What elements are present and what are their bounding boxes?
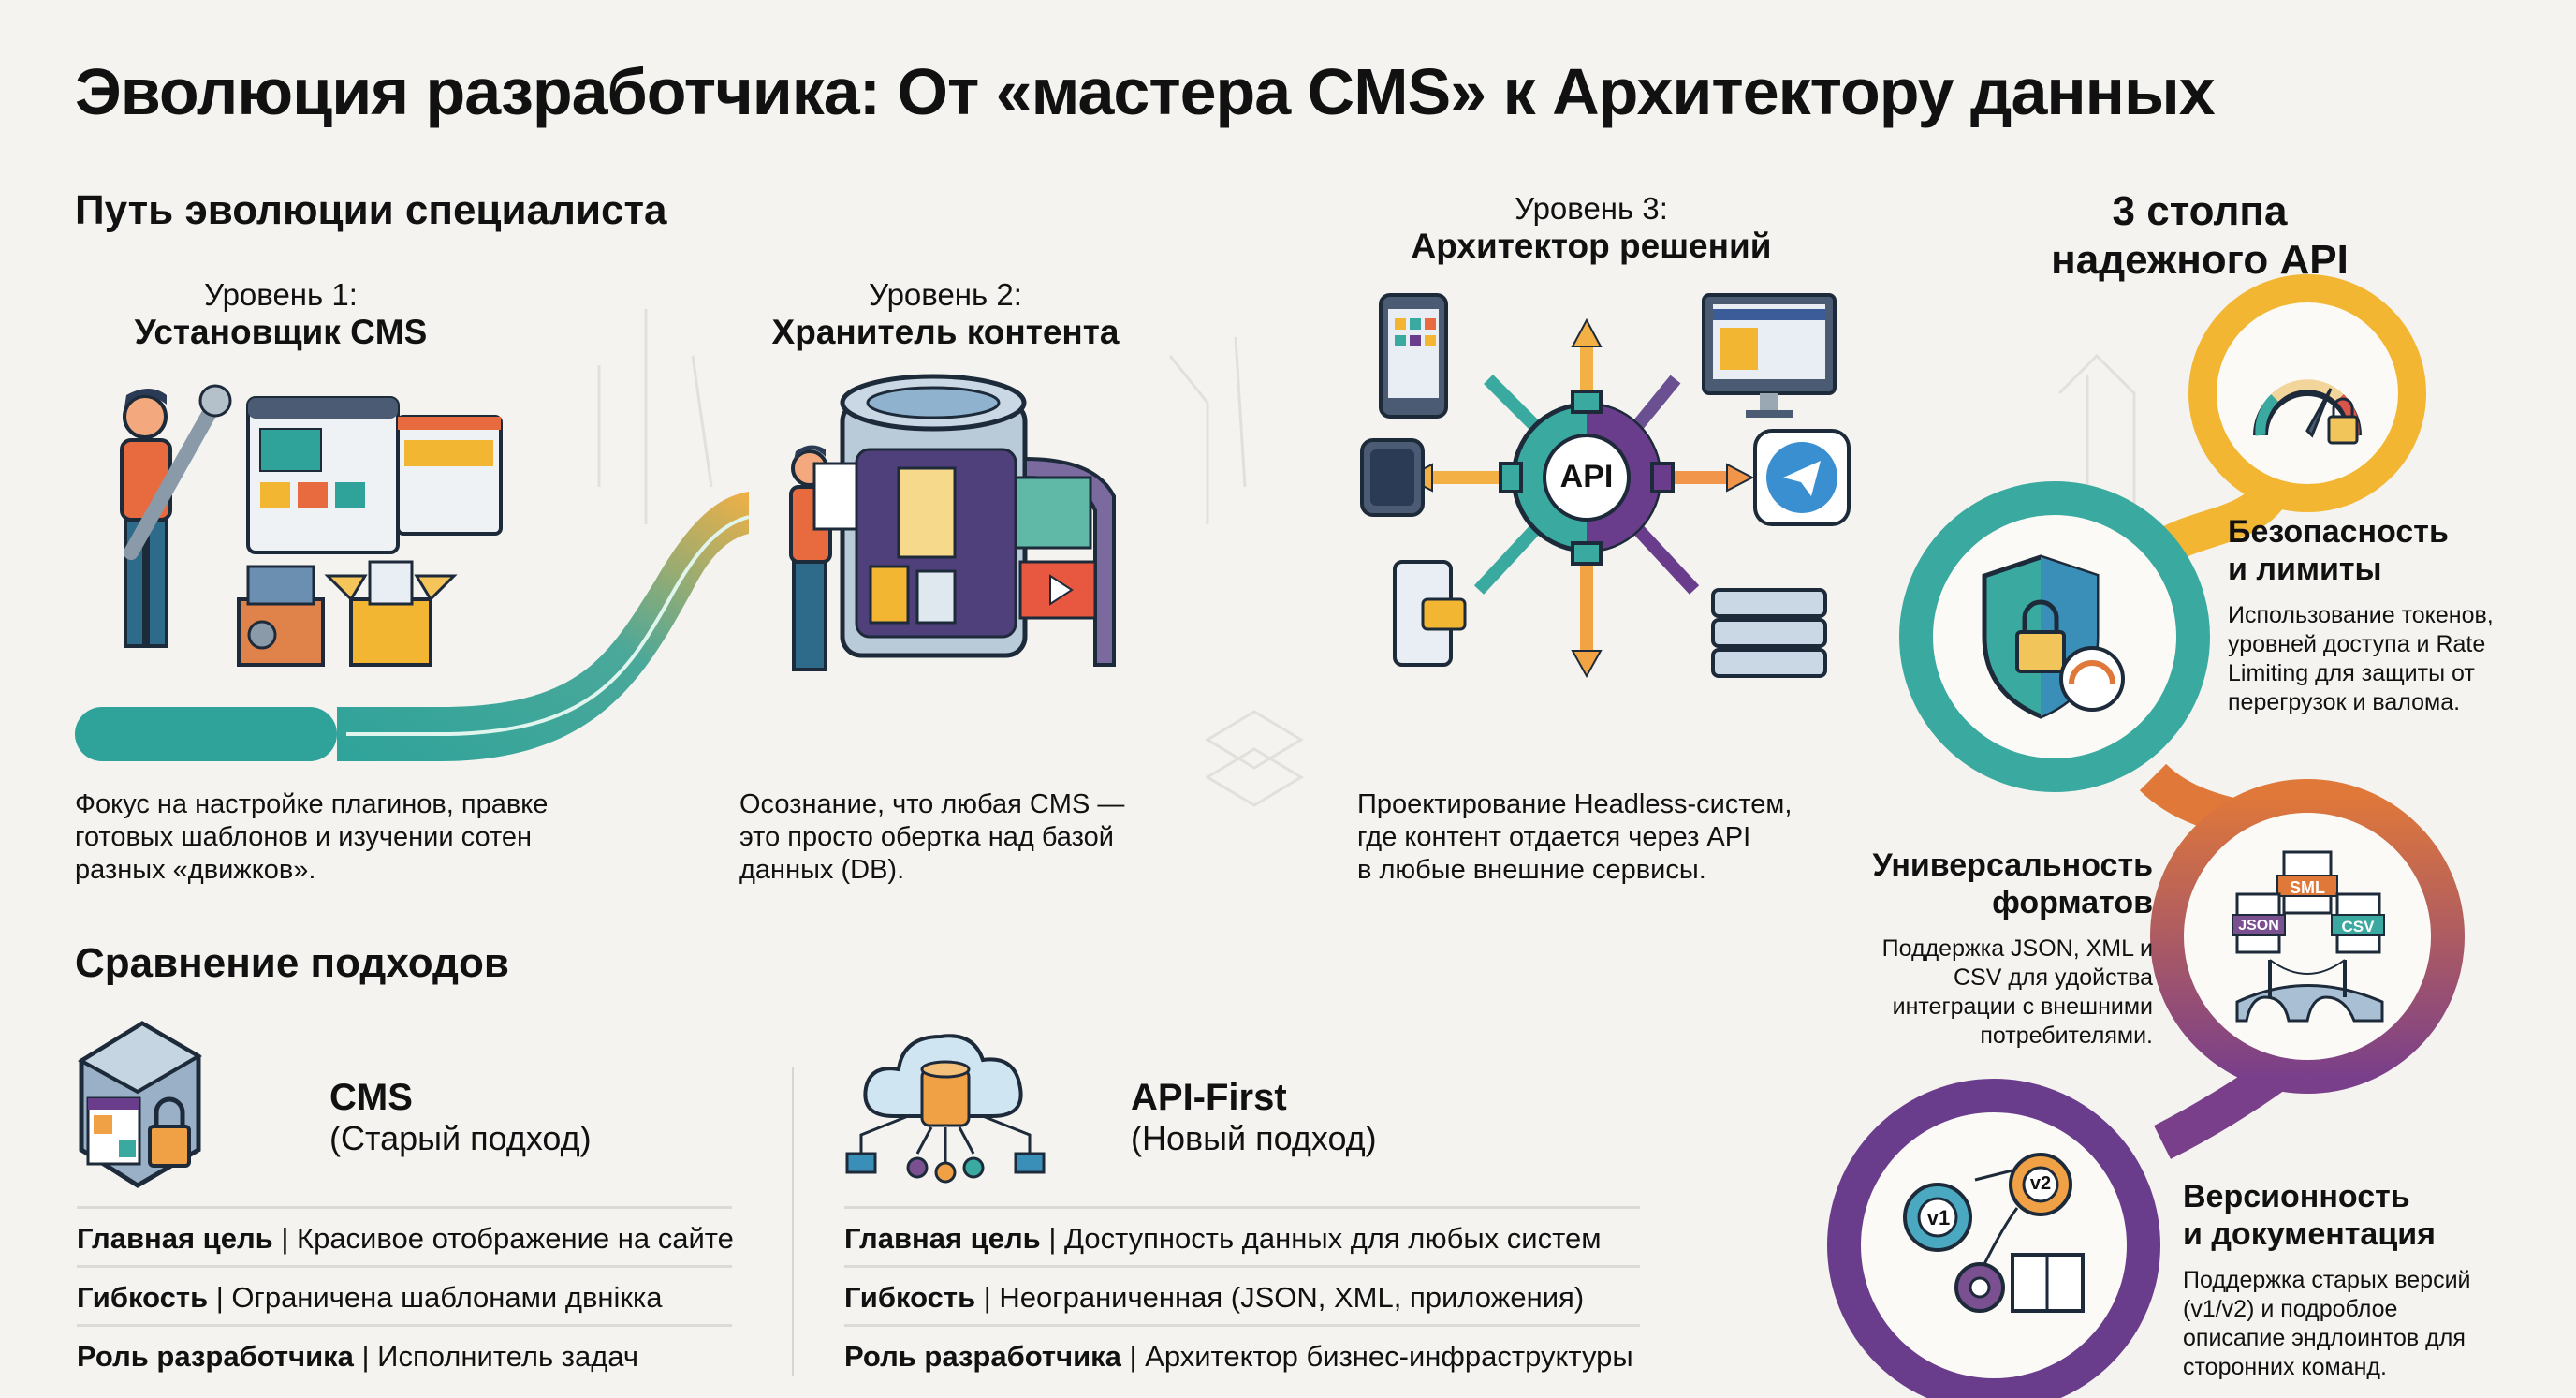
pillar-text-line: перегрузок и валома. — [2228, 689, 2461, 715]
content-database-illustration-icon — [789, 374, 1116, 671]
path-section-heading: Путь эволюции специалиста — [75, 187, 667, 233]
comparison-heading: Сравнение подходов — [75, 940, 509, 986]
api-hub-diagram — [1360, 293, 1851, 679]
level-3-header: Уровень 3: Архитектор решений — [1385, 191, 1797, 266]
shield-lock-icon — [1982, 554, 2125, 719]
speedometer-lock-icon — [2253, 379, 2362, 445]
badge-v2: v2 — [2029, 1173, 2052, 1194]
api-first-row-flexibility: Гибкость | Неограниченная (JSON, XML, пр… — [844, 1265, 1640, 1315]
row-label: Гибкость — [77, 1281, 209, 1314]
pillar-formats: Универсальность форматов Поддержка JSON,… — [1807, 846, 2153, 1051]
level-3-desc-line: в любые внешние сервисы. — [1357, 855, 1706, 885]
cms-row-goal: Главная цель | Красивое отображение на с… — [77, 1206, 734, 1256]
api-hub-label: API — [1559, 459, 1614, 494]
badge-v1: v1 — [1926, 1206, 1951, 1229]
cms-subtitle: (Старый подход) — [329, 1119, 592, 1157]
pillar-title-line: форматов — [1992, 885, 2153, 920]
formats-bridge-icon — [2232, 850, 2385, 1023]
cms-row-flexibility: Гибкость | Ограничена шаблонами двнікка — [77, 1265, 732, 1315]
level-2-desc-line: данных (DB). — [739, 855, 905, 885]
level-3-description: Проектирование Headless-систем, где конт… — [1357, 788, 1792, 887]
level-1-description: Фокус на настройке плагинов, правке гото… — [75, 788, 548, 887]
level-3-desc-line: Проектирование Headless-систем, — [1357, 789, 1793, 819]
comparison-divider — [792, 1067, 794, 1376]
pillar-title-line: Версионность — [2183, 1179, 2410, 1214]
pillars-heading-line: 3 столпа — [2112, 188, 2288, 234]
row-label: Роль разработчика — [844, 1340, 1121, 1373]
api-first-row-goal: Главная цель | Доступность данных для лю… — [844, 1206, 1640, 1256]
pillar-text-line: Поддержка JSON, XML и — [1881, 935, 2153, 962]
pillar-text-line: потребителями. — [1980, 1023, 2153, 1049]
pillar-versioning: Версионность и документация Поддержка ст… — [2183, 1178, 2557, 1382]
versioning-gears-book-icon — [1903, 1153, 2085, 1313]
level-3-desc-line: где контент отдается через API — [1357, 822, 1751, 852]
cms-name: CMS — [329, 1077, 413, 1118]
level-3-number: Уровень 3: — [1515, 191, 1668, 226]
level-2-desc-line: это просто обертка над базой — [739, 822, 1114, 852]
page-title: Эволюция разработчика: От «мастера CMS» … — [75, 55, 2216, 128]
level-2-description: Осознание, что любая CMS — это просто об… — [739, 788, 1124, 887]
row-value: Неограниченная (JSON, XML, приложения) — [999, 1281, 1585, 1314]
row-label: Главная цель — [77, 1222, 273, 1255]
row-label: Гибкость — [844, 1281, 976, 1314]
level-1-desc-line: готовых шаблонов и изучении сотен — [75, 822, 533, 852]
installer-illustration-icon — [120, 384, 503, 667]
row-label: Роль разработчика — [77, 1340, 354, 1373]
level-3-name: Архитектор решений — [1411, 227, 1772, 265]
cms-card-header: CMS (Старый подход) — [329, 1077, 592, 1158]
pillar-title-line: и лимиты — [2228, 552, 2382, 587]
pillar-security: Безопасность и лимиты Использование токе… — [2228, 513, 2565, 717]
pillar-text-line: интеграции с внешними — [1892, 993, 2153, 1020]
badge-sml: SML — [2290, 878, 2325, 897]
row-value: Архитектор бизнес-инфраструктуры — [1145, 1340, 1633, 1373]
api-first-name: API-First — [1131, 1077, 1287, 1118]
level-2-name: Хранитель контента — [771, 313, 1120, 351]
level-2-header: Уровень 2: Хранитель контента — [758, 277, 1133, 352]
level-2-desc-line: Осознание, что любая CMS — — [739, 789, 1125, 819]
row-value: Ограничена шаблонами двнікка — [231, 1281, 663, 1314]
pillar-text-line: Поддержка старых версий — [2183, 1267, 2471, 1293]
api-gear-icon — [1499, 390, 1675, 566]
cms-locked-box-icon — [78, 1021, 202, 1188]
cms-row-role: Роль разработчика | Исполнитель задач — [77, 1324, 732, 1374]
level-1-desc-line: Фокус на настройке плагинов, правке — [75, 789, 549, 819]
pillar-text-line: (v1/v2) и подроблое — [2183, 1296, 2398, 1322]
row-value: Исполнитель задач — [377, 1340, 638, 1373]
pillar-text-line: Использование токенов, — [2228, 602, 2494, 628]
pillar-title-line: и документация — [2183, 1216, 2436, 1252]
level-2-number: Уровень 2: — [869, 277, 1022, 312]
pillar-title-line: Универсальность — [1872, 847, 2153, 883]
pillar-text-line: сторонних команд. — [2183, 1354, 2387, 1380]
pillar-text-line: Limiting для защиты от — [2228, 660, 2475, 686]
api-first-card-header: API-First (Новый подход) — [1131, 1077, 1377, 1158]
pillar-text-line: CSV для удойства — [1954, 964, 2153, 991]
level-1-number: Уровень 1: — [204, 277, 358, 312]
badge-csv: CSV — [2341, 918, 2375, 935]
level-1-name: Установщик CMS — [134, 313, 428, 351]
api-first-row-role: Роль разработчика | Архитектор бизнес-ин… — [844, 1324, 1640, 1374]
row-label: Главная цель — [844, 1222, 1041, 1255]
badge-json: JSON — [2238, 918, 2279, 934]
api-first-subtitle: (Новый подход) — [1131, 1119, 1377, 1157]
row-value: Красивое отображение на сайте — [297, 1222, 734, 1255]
pillar-title-line: Безопасность — [2228, 514, 2449, 550]
api-first-cloud-database-icon — [845, 1034, 1046, 1184]
pillar-text-line: описапие эндлоинтов для — [2183, 1325, 2466, 1351]
pillar-text-line: уровней доступа и Rate — [2228, 631, 2486, 657]
level-1-header: Уровень 1: Установщик CMS — [122, 277, 440, 352]
level-1-desc-line: разных «движков». — [75, 855, 316, 885]
row-value: Доступность данных для любых систем — [1064, 1222, 1602, 1255]
